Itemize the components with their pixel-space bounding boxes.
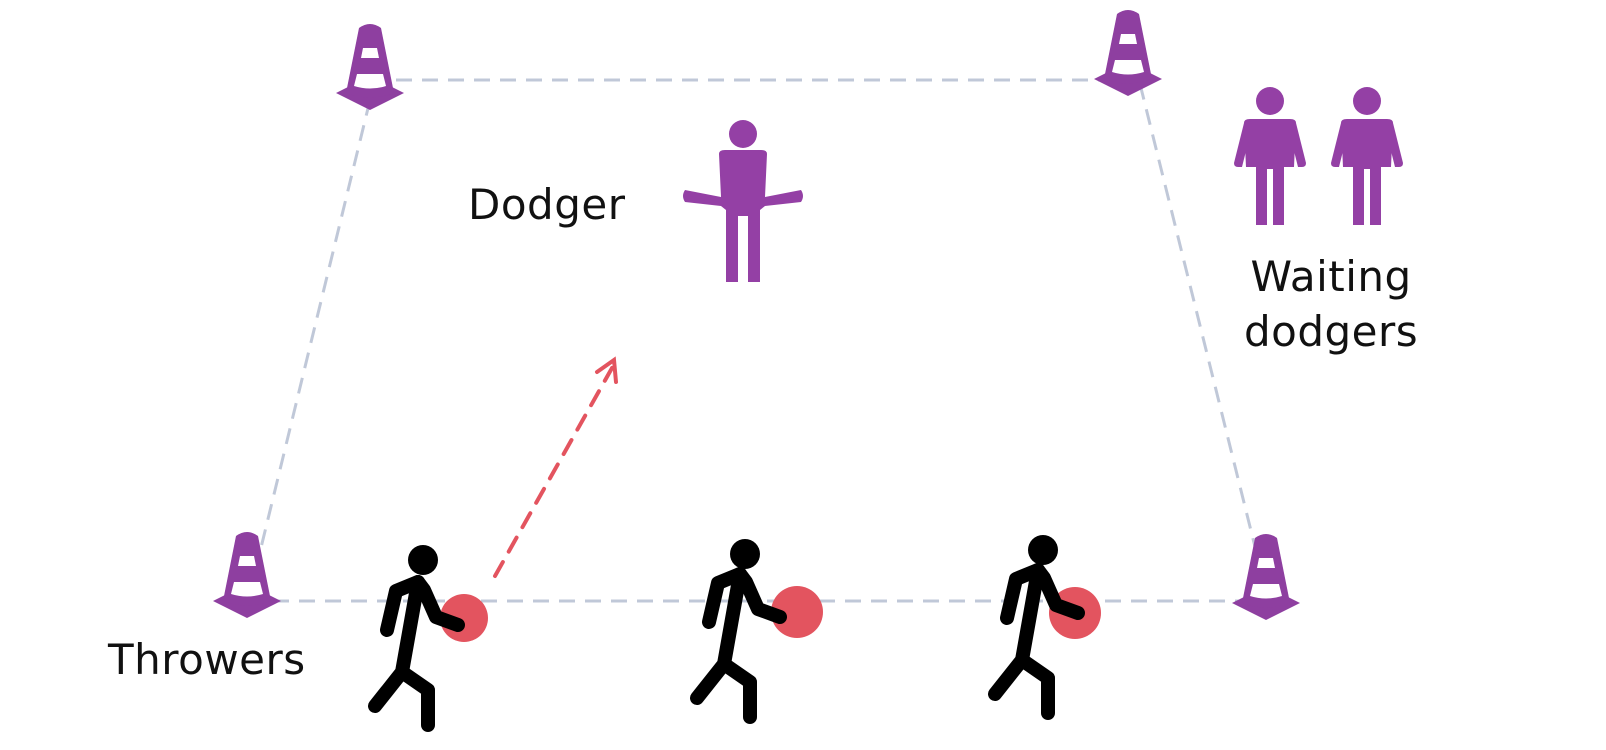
waiting-dodger-icon [1234,87,1306,225]
thrower-head [730,539,760,569]
thrower-head [1028,535,1058,565]
throw-arrow [493,356,618,578]
waiting-dodger-icon [1331,87,1403,225]
traffic-cone-icon [213,532,281,618]
waiting-dodgers-label-line1: Waiting [1250,252,1412,301]
thrower-icon [375,545,488,725]
dodger-label: Dodger [468,180,626,229]
traffic-cone-icon [1094,10,1162,96]
dodger-person-icon [683,120,803,282]
thrower-icon [995,535,1101,713]
thrower-icon [697,539,823,717]
ball-icon [771,586,823,638]
traffic-cone-icon [1232,534,1300,620]
boundary-left [256,99,372,561]
boundary-right [1138,83,1264,576]
waiting-dodgers-label-line2: dodgers [1244,306,1419,356]
waiting-dodgers-label: Waiting dodgers [1244,250,1418,359]
throwers-label: Throwers [108,635,306,684]
thrower-head [408,545,438,575]
traffic-cone-icon [336,24,404,110]
